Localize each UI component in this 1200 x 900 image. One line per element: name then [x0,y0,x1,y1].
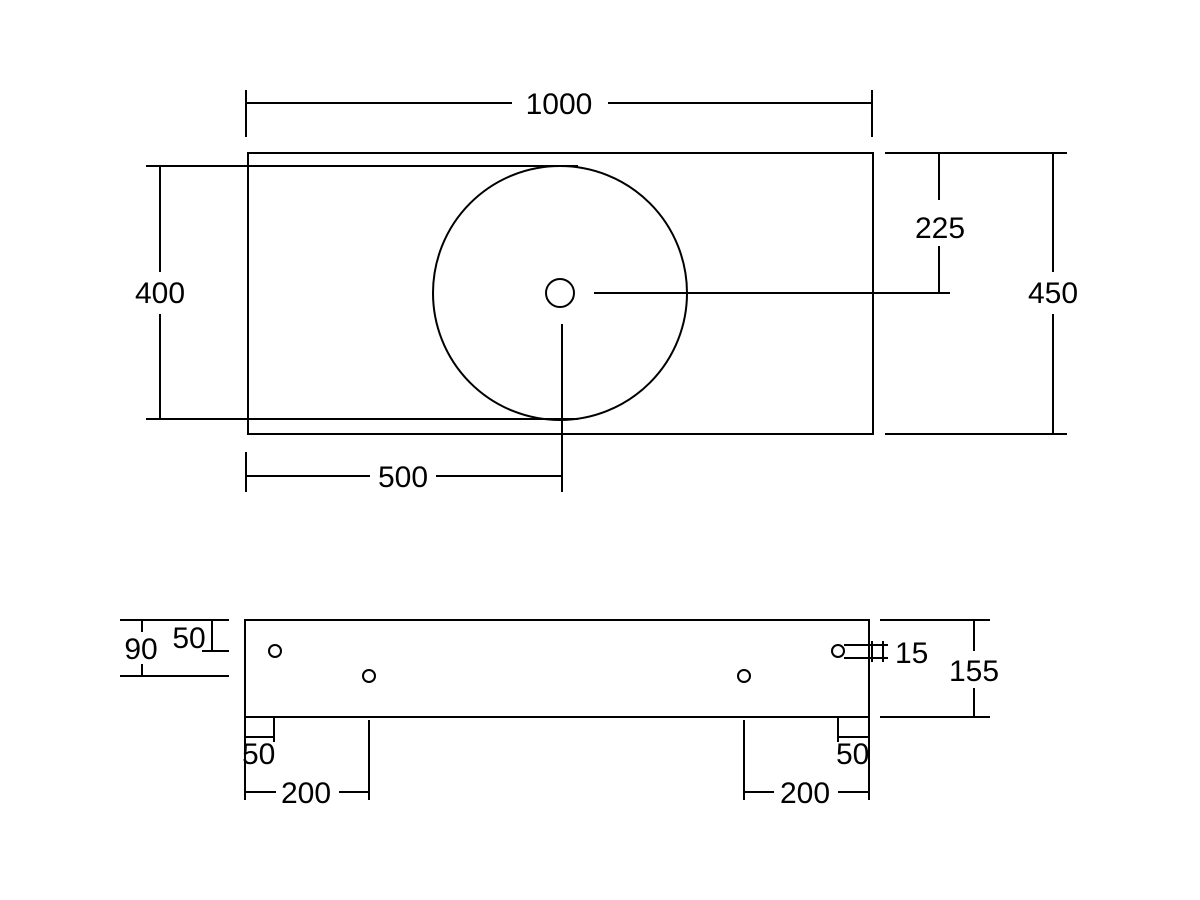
dimension-label-bowl-depth: 400 [135,277,185,310]
dimension-label-155: 155 [949,655,999,688]
dimension-overall-depth: 450 [885,152,1078,435]
dimension-height-155: 155 [880,619,999,718]
mounting-hole-3 [737,669,751,683]
vanity-front-outline [244,619,870,718]
dimension-label-left-50: 50 [242,738,275,771]
dimension-offset-50-vertical: 50 [172,620,229,655]
dimension-label-15: 15 [895,637,928,670]
mounting-hole-1 [268,644,282,658]
dimension-left-spacing-200: 200 [245,720,370,810]
dimension-label-50-vertical: 50 [172,622,205,655]
dimension-right-spacing-200: 200 [743,717,870,810]
dimension-bowl-depth: 400 [135,165,578,420]
dimension-label-right-200: 200 [780,777,830,810]
dimension-label-width: 1000 [526,88,593,121]
dimension-hole-size: 15 [844,637,928,670]
dimension-waste-offset: 225 [594,153,965,294]
dimension-right-edge-50: 50 [836,717,869,771]
dimension-waste-position: 500 [245,324,563,494]
front-view: 90 50 15 155 50 [120,619,999,810]
dimension-width: 1000 [245,88,873,137]
dimension-label-right-50: 50 [836,738,869,771]
mounting-hole-4 [831,644,845,658]
waste-hole [545,278,575,308]
dimension-label-waste-position: 500 [378,461,428,494]
dimension-label-left-200: 200 [281,777,331,810]
top-view: 1000 400 225 450 [135,88,1078,494]
dimension-label-waste-offset: 225 [915,212,965,245]
dimension-label-overall-depth: 450 [1028,277,1078,310]
mounting-hole-2 [362,669,376,683]
dimension-height-90: 90 [120,619,229,677]
dimension-label-90: 90 [124,633,157,666]
dimension-left-edge-50: 50 [242,717,275,800]
